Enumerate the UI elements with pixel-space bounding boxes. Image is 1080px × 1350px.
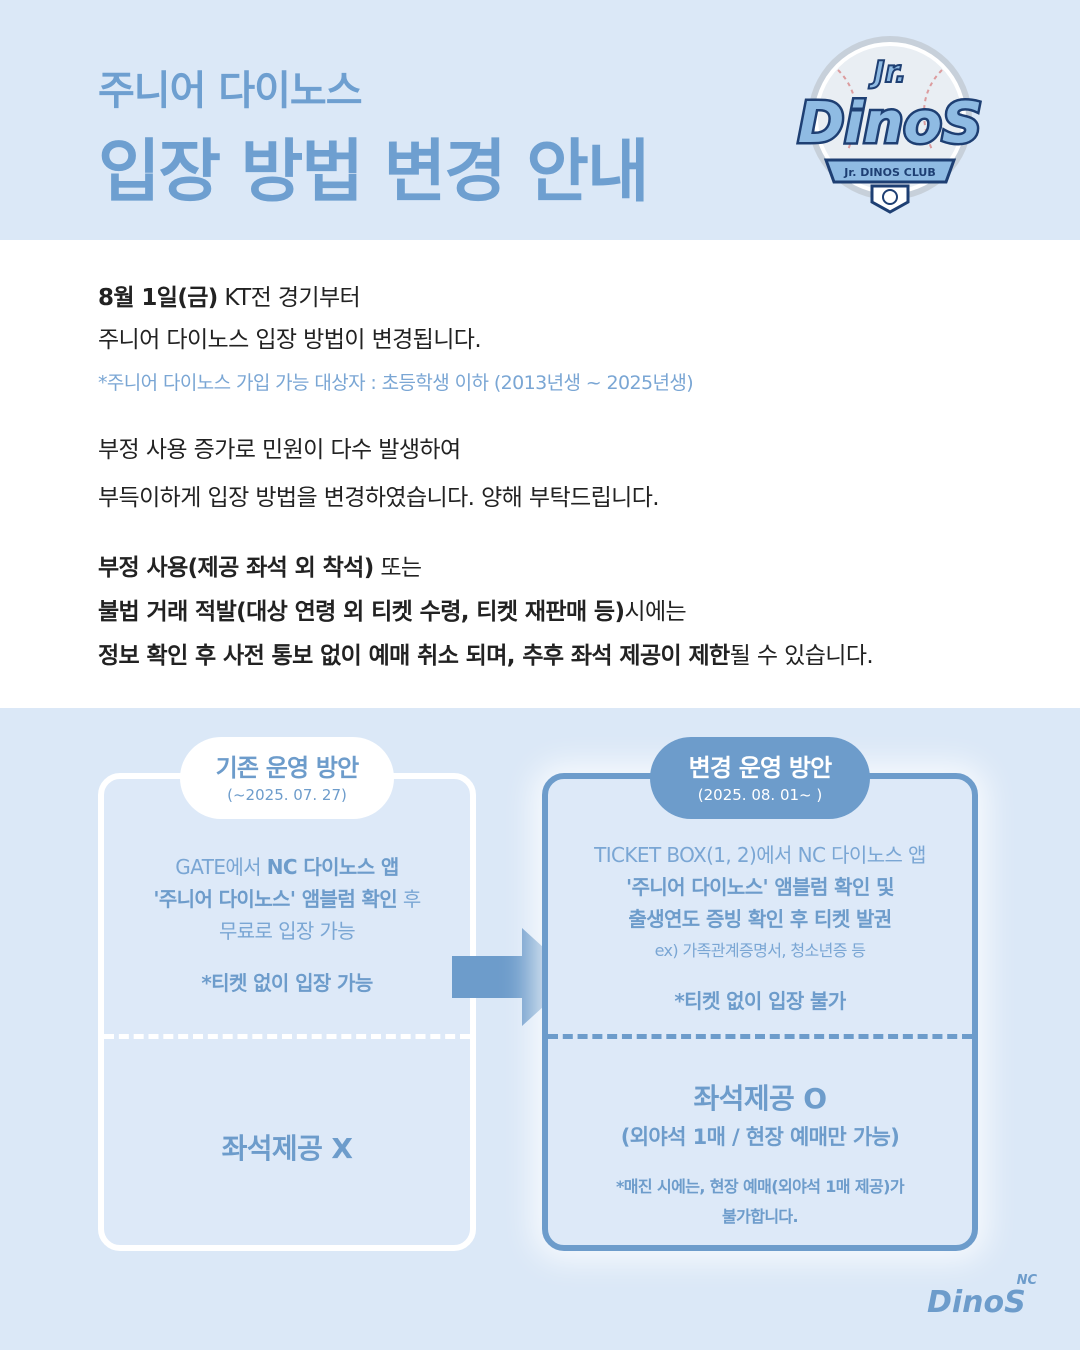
old-plan-title: 기존 운영 방안 (215, 754, 360, 782)
old-desc-2: '주니어 다이노스' 앰블럼 확인 후 (104, 883, 470, 912)
old-plan-label: 기존 운영 방안 (~2025. 07. 27) (180, 737, 394, 819)
warning-line-2-rest: 시에는 (624, 599, 687, 625)
warning-line-2-bold: 불법 거래 적발(대상 연령 외 티켓 수령, 티켓 재판매 등) (98, 599, 625, 625)
new-card-divider (548, 1034, 972, 1039)
jr-dinos-logo: Jr. DinoS Jr. DINOS CLUB (795, 36, 985, 214)
warning-line-1-bold: 부정 사용(제공 좌석 외 착석) (98, 555, 374, 581)
notice-line-1-rest: KT전 경기부터 (217, 285, 361, 311)
eligibility-note: *주니어 다이노스 가입 가능 대상자 : 초등학생 이하 (2013년생 ~ … (98, 372, 694, 394)
nc-dinos-logo: NC DinoS (927, 1273, 1038, 1318)
new-desc-2: '주니어 다이노스' 앰블럼 확인 및 (626, 875, 895, 899)
header: 주니어 다이노스 입장 방법 변경 안내 Jr. DinoS Jr. DINOS… (0, 0, 1080, 240)
notice-date: 8월 1일(금) (98, 285, 218, 311)
old-plan-period: (~2025. 07. 27) (227, 786, 347, 804)
warning-line-1: 부정 사용(제공 좌석 외 착석) 또는 (98, 548, 422, 582)
new-plan-card: TICKET BOX(1, 2)에서 NC 다이노스 앱 '주니어 다이노스' … (542, 773, 978, 1251)
footer-brand-small: NC (1017, 1273, 1038, 1288)
old-desc-1-b: NC 다이노스 앱 (266, 855, 400, 879)
new-example: ex) 가족관계증명서, 청소년증 등 (654, 941, 866, 960)
old-desc-2-b: 후 (397, 887, 421, 911)
new-desc-1: TICKET BOX(1, 2)에서 NC 다이노스 앱 (594, 843, 926, 867)
reason-line-2: 부득이하게 입장 방법을 변경하였습니다. 양해 부탁드립니다. (98, 485, 660, 511)
logo-main-text: DinoS (798, 91, 982, 156)
new-seat-status: 좌석제공 O (693, 1082, 828, 1115)
page-title: 입장 방법 변경 안내 (98, 133, 650, 212)
notice-line-1: 8월 1일(금) KT전 경기부터 (98, 278, 361, 312)
warning-line-3-bold: 정보 확인 후 사전 통보 없이 예매 취소 되며, 추후 좌석 제공이 제한 (98, 643, 730, 669)
old-desc-2-a: '주니어 다이노스' 앰블럼 확인 (153, 887, 398, 911)
page-subtitle: 주니어 다이노스 (98, 68, 363, 114)
old-desc-1-a: GATE에서 (175, 855, 267, 879)
old-seat-status: 좌석제공 X (221, 1132, 353, 1165)
new-plan-period: (2025. 08. 01~ ) (697, 786, 823, 804)
new-seat-detail: (외야석 1매 / 현장 예매만 가능) (620, 1125, 900, 1149)
logo-top-text: Jr. (868, 55, 906, 90)
warning-line-3-rest: 될 수 있습니다. (729, 643, 874, 669)
footer-brand: DinoS (927, 1285, 1026, 1318)
new-ticket-note: *티켓 없이 입장 불가 (674, 989, 846, 1013)
logo-ribbon-text: Jr. DINOS CLUB (843, 166, 936, 179)
warning-line-3: 정보 확인 후 사전 통보 없이 예매 취소 되며, 추후 좌석 제공이 제한될… (98, 636, 874, 670)
soldout-note-1: *매진 시에는, 현장 예매(외야석 1매 제공)가 (616, 1177, 905, 1196)
new-plan-label: 변경 운영 방안 (2025. 08. 01~ ) (650, 737, 870, 819)
old-desc-3: 무료로 입장 가능 (218, 919, 356, 943)
warning-line-2: 불법 거래 적발(대상 연령 외 티켓 수령, 티켓 재판매 등)시에는 (98, 592, 687, 626)
new-plan-title: 변경 운영 방안 (688, 754, 833, 782)
notice-line-2: 주니어 다이노스 입장 방법이 변경됩니다. (98, 327, 482, 353)
reason-line-1: 부정 사용 증가로 민원이 다수 발생하여 (98, 437, 461, 463)
old-desc-1: GATE에서 NC 다이노스 앱 (104, 851, 470, 880)
notice-section: 8월 1일(금) KT전 경기부터 주니어 다이노스 입장 방법이 변경됩니다.… (0, 240, 1080, 708)
old-plan-card: GATE에서 NC 다이노스 앱 '주니어 다이노스' 앰블럼 확인 후 무료로… (98, 773, 476, 1251)
new-desc-3: 출생연도 증빙 확인 후 티켓 발권 (628, 907, 892, 931)
soldout-note-2: 불가합니다. (721, 1207, 799, 1226)
warning-line-1-rest: 또는 (373, 555, 422, 581)
old-ticket-note: *티켓 없이 입장 가능 (201, 971, 373, 995)
old-card-divider (104, 1034, 470, 1039)
